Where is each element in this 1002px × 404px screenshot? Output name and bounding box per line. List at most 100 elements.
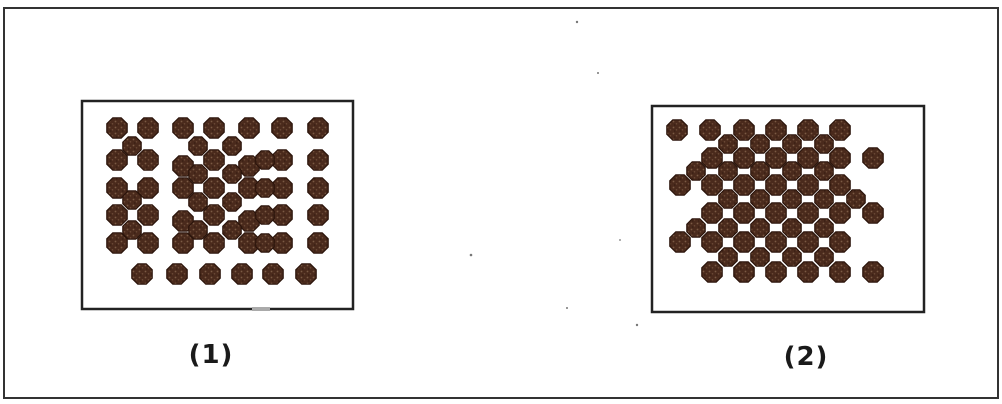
panel-2-atom bbox=[798, 203, 818, 223]
panel-1-atom bbox=[204, 150, 224, 170]
panel-2-atom bbox=[719, 135, 737, 153]
panel-1-atom bbox=[272, 178, 292, 198]
panel-1-atom bbox=[272, 205, 292, 225]
panel-2-atom bbox=[798, 262, 818, 282]
panel-1-atom bbox=[138, 118, 158, 138]
panel-2-atom bbox=[798, 232, 818, 252]
panel-2-atom bbox=[783, 190, 801, 208]
panel-1-atom bbox=[272, 118, 292, 138]
panel-2-atom bbox=[798, 120, 818, 140]
panel-2-atom bbox=[670, 175, 690, 195]
panel-1-atom bbox=[308, 178, 328, 198]
panel-1-atom bbox=[107, 150, 127, 170]
panel-1-atom bbox=[189, 193, 207, 211]
panel-2-atom bbox=[702, 232, 722, 252]
panel-1-atom bbox=[189, 221, 207, 239]
panel-2-atom bbox=[783, 135, 801, 153]
panel-1-atom bbox=[200, 264, 220, 284]
panel-2-atom bbox=[734, 175, 754, 195]
panel-1-atom bbox=[204, 205, 224, 225]
panel-1-atom bbox=[189, 165, 207, 183]
panel-2-atom bbox=[847, 190, 865, 208]
panel-1-atom bbox=[239, 118, 259, 138]
panel-2-atom bbox=[798, 175, 818, 195]
panel-1-atom bbox=[256, 151, 274, 169]
panel-1-atom bbox=[223, 193, 241, 211]
panel-2-atom bbox=[734, 120, 754, 140]
panel-2-atom bbox=[667, 120, 687, 140]
panel-2-atom bbox=[815, 219, 833, 237]
panel-2-atom bbox=[734, 262, 754, 282]
panel-1-atom bbox=[123, 191, 141, 209]
panel-2-atom bbox=[815, 248, 833, 266]
panel-2-atom bbox=[766, 232, 786, 252]
panel-1-atom bbox=[123, 221, 141, 239]
panel-2-atom bbox=[751, 135, 769, 153]
panel-1-atom bbox=[308, 205, 328, 225]
panel-2-atom bbox=[702, 203, 722, 223]
panel-2-atom bbox=[766, 175, 786, 195]
panel-2-atom bbox=[798, 148, 818, 168]
panel-2-atom bbox=[830, 175, 850, 195]
panel-1-atom bbox=[167, 264, 187, 284]
panel-2-atom bbox=[863, 262, 883, 282]
panel-2-atom bbox=[863, 203, 883, 223]
panel-1-atom bbox=[107, 205, 127, 225]
panel-1-atom bbox=[189, 137, 207, 155]
panel-1-lattice bbox=[107, 118, 328, 284]
panel-2-atom bbox=[734, 232, 754, 252]
panel-2-atom bbox=[687, 219, 705, 237]
panel-2-atom bbox=[783, 219, 801, 237]
panel-1-atom bbox=[256, 234, 274, 252]
panel-2-atom bbox=[783, 248, 801, 266]
panel-1-atom bbox=[223, 165, 241, 183]
panel-2-atom bbox=[830, 120, 850, 140]
panel-1-atom bbox=[263, 264, 283, 284]
panel-2-atom bbox=[670, 232, 690, 252]
panel-2-atom bbox=[830, 232, 850, 252]
panel-2-atom bbox=[702, 175, 722, 195]
panel-1-atom bbox=[223, 221, 241, 239]
panel-2-label: (2) bbox=[766, 342, 846, 372]
panel-2-atom bbox=[830, 262, 850, 282]
panel-1-atom bbox=[308, 150, 328, 170]
panel-2-atom bbox=[830, 148, 850, 168]
panel-1-atom bbox=[173, 118, 193, 138]
panel-1-atom bbox=[256, 179, 274, 197]
panel-1-atom bbox=[204, 118, 224, 138]
panel-1-atom bbox=[308, 233, 328, 253]
panel-1-atom bbox=[107, 118, 127, 138]
panel-2-atom bbox=[783, 162, 801, 180]
scan-specks bbox=[470, 21, 639, 326]
panel-2-atom bbox=[815, 190, 833, 208]
panel-1-atom bbox=[223, 137, 241, 155]
panel-2-atom bbox=[863, 148, 883, 168]
panel-2-atom bbox=[719, 248, 737, 266]
panel-2-atom bbox=[766, 148, 786, 168]
panel-2-atom bbox=[719, 190, 737, 208]
panel-1-atom bbox=[296, 264, 316, 284]
panel-1-atom bbox=[123, 137, 141, 155]
panel-1-atom bbox=[132, 264, 152, 284]
panel-1-atom bbox=[308, 118, 328, 138]
panel-2-atom bbox=[751, 248, 769, 266]
panel-1-atom bbox=[272, 150, 292, 170]
panel-2-atom bbox=[766, 262, 786, 282]
panel-2-atom bbox=[830, 203, 850, 223]
panel-2-atom bbox=[734, 203, 754, 223]
panel-2-atom bbox=[719, 162, 737, 180]
panel-2-atom bbox=[751, 219, 769, 237]
panel-2-atom bbox=[702, 148, 722, 168]
panel-1-atom bbox=[204, 178, 224, 198]
panel-2-atom bbox=[766, 203, 786, 223]
panel-1-atom bbox=[138, 205, 158, 225]
panel-2-atom bbox=[815, 162, 833, 180]
panel-2-atom bbox=[719, 219, 737, 237]
panel-1-atom bbox=[173, 178, 193, 198]
panel-2-lattice bbox=[667, 120, 883, 282]
panel-2-atom bbox=[751, 190, 769, 208]
panel-2-atom bbox=[766, 120, 786, 140]
panel-1-label: (1) bbox=[171, 340, 251, 370]
panel-2-atom bbox=[734, 148, 754, 168]
